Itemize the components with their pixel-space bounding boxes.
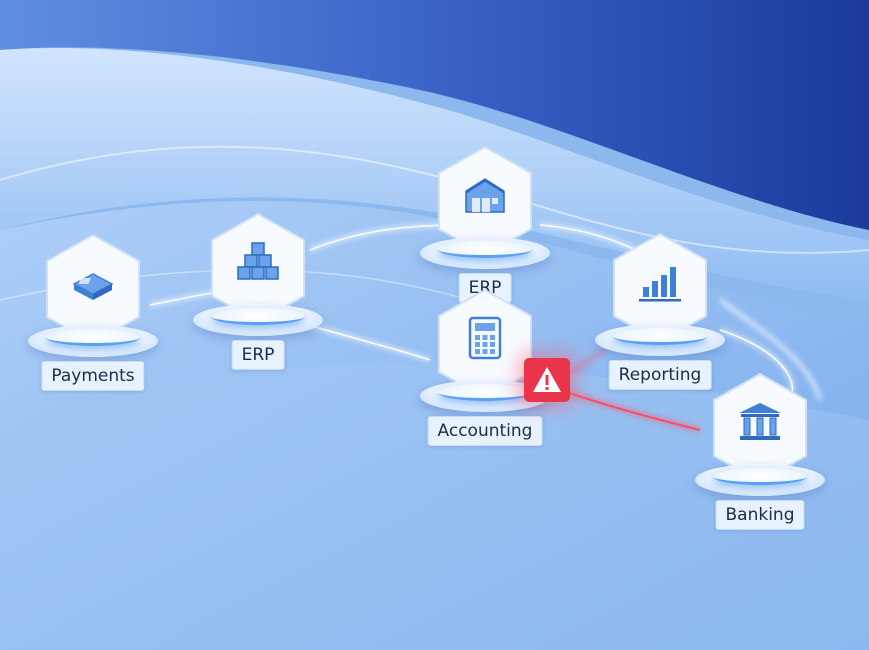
node-label: ERP xyxy=(231,340,285,370)
node-reporting[interactable]: Reporting xyxy=(590,232,730,442)
warehouse-icon xyxy=(465,178,505,213)
cubes-icon xyxy=(237,242,279,280)
node-label: Banking xyxy=(715,500,805,530)
node-base xyxy=(595,324,725,356)
node-label: Accounting xyxy=(427,416,543,446)
node-erp-left[interactable]: ERP xyxy=(188,212,328,422)
bank-icon xyxy=(739,403,781,440)
node-base xyxy=(420,237,550,269)
node-banking[interactable]: Banking xyxy=(690,372,830,582)
node-accounting[interactable]: Accounting xyxy=(415,288,555,498)
node-payments[interactable]: Payments xyxy=(23,233,163,443)
node-erp-top[interactable]: ERP xyxy=(415,145,555,355)
node-base xyxy=(695,464,825,496)
bar-chart-icon xyxy=(639,267,681,302)
wallet-icon xyxy=(72,273,114,300)
calculator-icon xyxy=(468,316,502,360)
warning-icon xyxy=(533,367,561,392)
node-base xyxy=(28,325,158,357)
node-base xyxy=(193,304,323,336)
node-label: Reporting xyxy=(608,360,712,390)
alert-badge[interactable] xyxy=(524,358,570,402)
node-label: Payments xyxy=(41,361,145,391)
